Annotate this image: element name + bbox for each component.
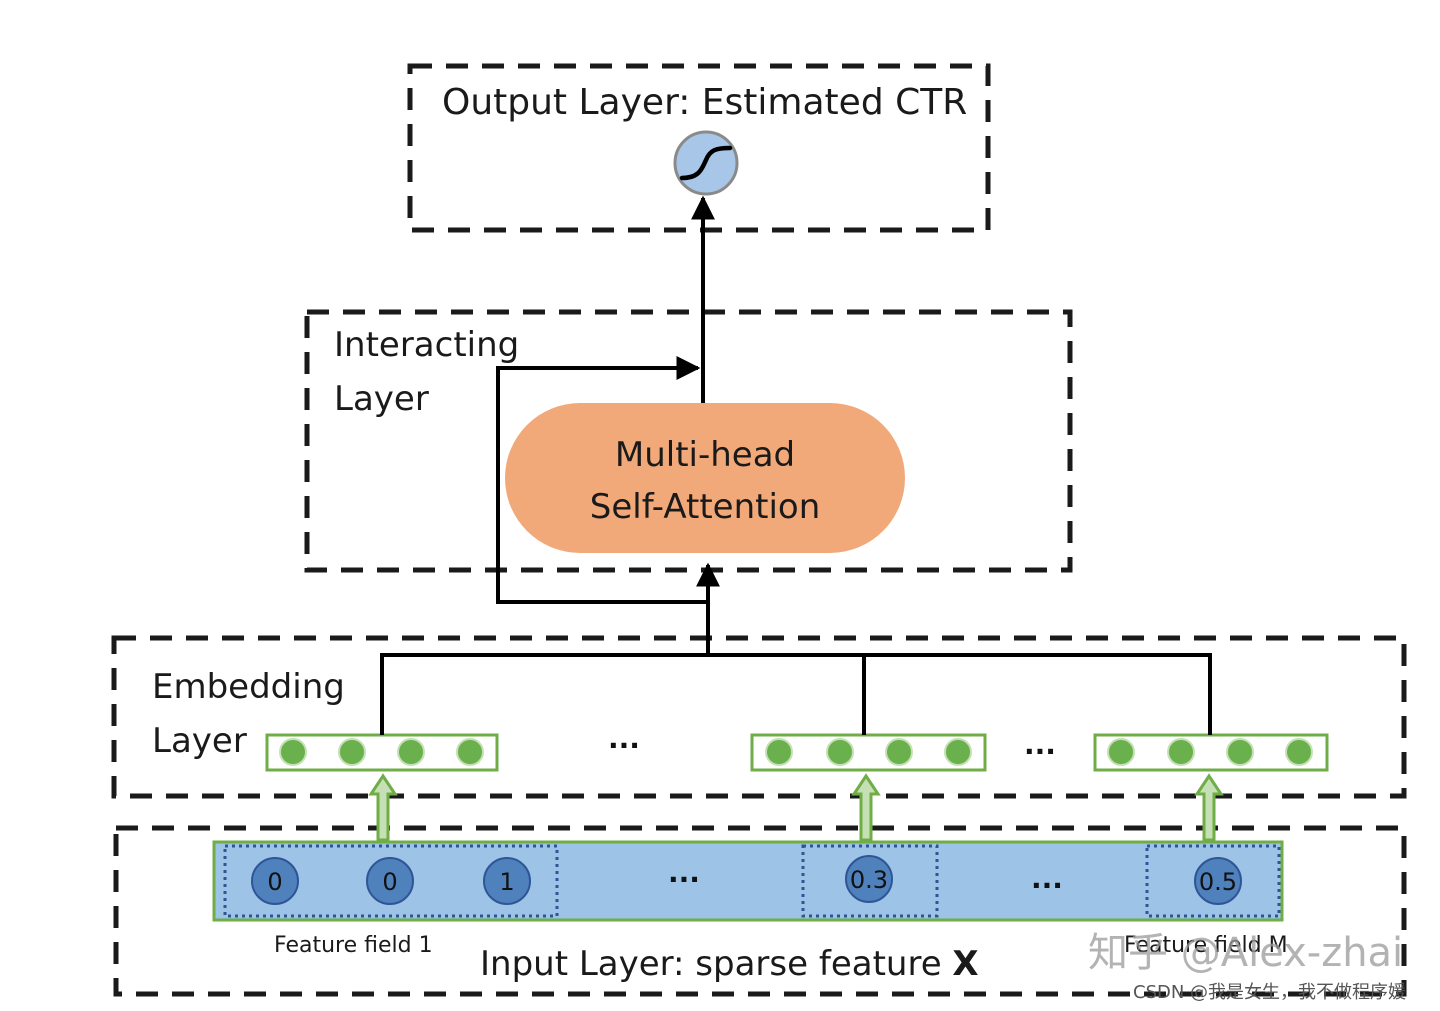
- embedding-node: [279, 738, 307, 766]
- output-layer-title: Output Layer: Estimated CTR: [442, 82, 967, 123]
- output-layer-box: [407, 63, 991, 233]
- feature-value: 0: [267, 868, 282, 896]
- zhihu-watermark: 知乎 @Alex-zhai: [1088, 930, 1403, 976]
- output-layer: Output Layer: Estimated CTR: [407, 63, 991, 233]
- embedding-node: [1226, 738, 1254, 766]
- embedding-node: [944, 738, 972, 766]
- embedding-node: [826, 738, 854, 766]
- input-layer-box: [113, 825, 1407, 997]
- interacting-layer-title-line1: Interacting: [334, 325, 519, 365]
- embedding-node: [456, 738, 484, 766]
- embedding-node: [765, 738, 793, 766]
- input-to-embedding-arrows: [368, 773, 1224, 842]
- embedding-ellipsis-2: ...: [1024, 728, 1056, 761]
- sigmoid-icon: [673, 130, 739, 196]
- embedding-layer-title-line1: Embedding: [152, 667, 345, 707]
- input-ellipsis-2: ...: [1031, 862, 1063, 895]
- embedding-layer-title-line2: Layer: [152, 721, 247, 761]
- attention-block-line2: Self-Attention: [590, 487, 821, 527]
- feature-field-1-group: [223, 844, 559, 918]
- attention-block-line1: Multi-head: [615, 435, 795, 475]
- embedding-node: [397, 738, 425, 766]
- embedding-node: [1285, 738, 1313, 766]
- csdn-watermark: CSDN @我是女生，我不做程序媛: [1133, 982, 1406, 1003]
- feature-value-circle: [845, 855, 893, 903]
- feature-value-circle: [251, 857, 299, 905]
- interacting-layer-box: [304, 309, 1073, 573]
- feature-field-m-label: Feature field M: [1124, 933, 1288, 958]
- up-arrow-icon: [851, 773, 881, 842]
- embedding-node: [338, 738, 366, 766]
- embedding-node: [885, 738, 913, 766]
- up-arrow-icon: [1194, 773, 1224, 842]
- embedding-node: [1107, 738, 1135, 766]
- feature-value: 0.3: [850, 866, 888, 894]
- feature-value-circle: [1194, 857, 1242, 905]
- embedding-layer: Embedding Layer ... ...: [111, 635, 1407, 799]
- up-arrow-icon: [368, 773, 398, 842]
- input-layer: 0 0 1 ... 0.3 ... 0.5 Feature field 1 Fe…: [113, 825, 1407, 997]
- feature-value: 1: [499, 868, 514, 896]
- feature-field-m-group: [1145, 844, 1281, 918]
- interacting-layer-title-line2: Layer: [334, 379, 429, 419]
- interacting-layer: Interacting Layer Multi-head Self-Attent…: [304, 309, 1073, 573]
- connector-lines: [380, 195, 1212, 735]
- input-ellipsis-1: ...: [668, 856, 700, 889]
- input-layer-title: Input Layer: sparse feature X: [480, 944, 979, 984]
- feature-value-circle: [483, 857, 531, 905]
- embedding-ellipsis-1: ...: [608, 722, 640, 755]
- feature-field-group: [801, 844, 939, 918]
- embedding-vector-2: [750, 733, 987, 772]
- embedding-vector-1: [265, 733, 499, 772]
- embedding-layer-box: [111, 635, 1407, 799]
- embedding-node: [1167, 738, 1195, 766]
- feature-field-1-label: Feature field 1: [274, 933, 433, 958]
- embedding-vector-3: [1093, 733, 1329, 772]
- feature-value: 0.5: [1199, 868, 1237, 896]
- multi-head-self-attention-block: [505, 403, 905, 553]
- feature-value-circle: [366, 857, 414, 905]
- feature-value: 0: [382, 868, 397, 896]
